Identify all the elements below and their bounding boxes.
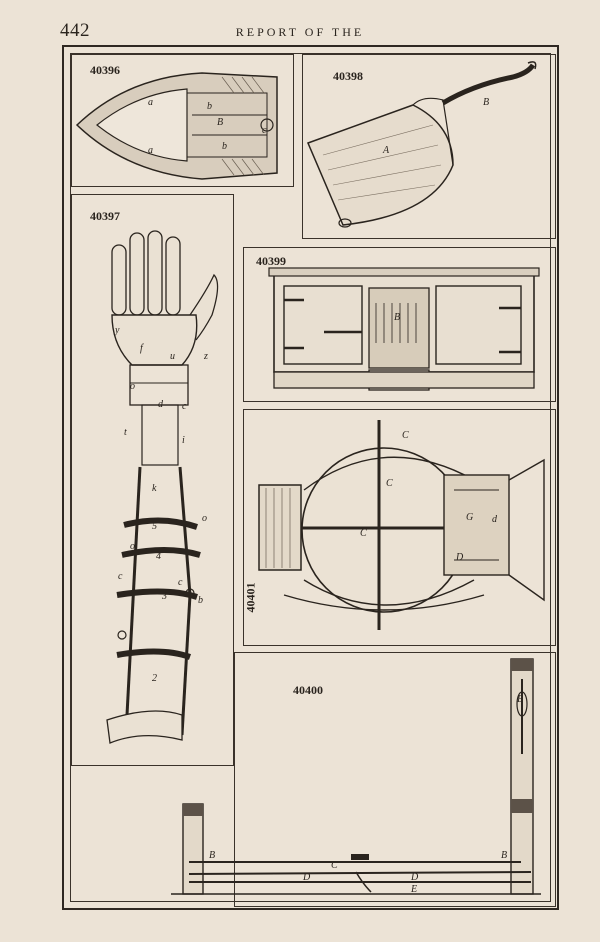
figure-letter: d — [158, 399, 163, 410]
figure-letter: o — [130, 381, 135, 392]
figure-letter: c — [178, 577, 183, 588]
figure-letter: B — [394, 312, 401, 323]
figure-letter: C — [402, 430, 409, 441]
figure-letter: t — [124, 427, 127, 438]
plate-inner-border: 40396 a a b b B c — [70, 53, 556, 907]
figure-letter: f — [140, 343, 143, 354]
figure-letter: B — [517, 694, 524, 705]
figure-letter: D — [411, 872, 419, 883]
figure-letter: c — [262, 125, 267, 136]
figure-letter: D — [456, 552, 464, 563]
figure-letter: G — [466, 512, 474, 523]
figure-letter: C — [331, 860, 338, 871]
running-head: REPORT OF THE — [235, 25, 365, 39]
figure-letter: B — [209, 850, 216, 861]
figure-panel-stove: 40399 B — [243, 247, 556, 402]
figure-number: 40397 — [90, 209, 120, 223]
figure-number: 40398 — [333, 69, 363, 83]
figure-letter: o — [130, 541, 135, 552]
figure-letter: 3 — [162, 591, 167, 602]
figure-letter: b — [207, 101, 212, 112]
figure-letter: b — [198, 595, 203, 606]
figure-letter: C — [360, 528, 367, 539]
figure-letter: b — [222, 141, 227, 152]
figure-letter: i — [182, 435, 185, 446]
figure-letter: 4 — [156, 551, 161, 562]
figure-letter: c — [118, 571, 123, 582]
figure-letter: A — [383, 145, 390, 156]
figure-letter: z — [204, 351, 208, 362]
figure-letter: c — [182, 401, 187, 412]
figure-letter: d — [492, 514, 497, 525]
figure-letter: E — [411, 884, 418, 895]
sad-iron-drawing-icon — [75, 72, 278, 180]
page-number: 442 — [60, 20, 90, 41]
figure-panel-churn: 40401 C C C D G — [243, 409, 556, 646]
figure-number: 40400 — [293, 683, 323, 697]
figure-letter: y — [115, 325, 120, 336]
figure-panel-artificial-arm: 40397 — [71, 194, 234, 766]
figure-letter: a — [148, 97, 153, 108]
figure-letter: B — [501, 850, 508, 861]
figure-letter: D — [303, 872, 311, 883]
dustpan-drawing-icon — [306, 61, 537, 228]
figure-letter: B — [483, 97, 490, 108]
artificial-arm-drawing-icon — [106, 230, 219, 744]
stove-drawing-icon — [268, 267, 540, 391]
figure-letter: k — [152, 483, 157, 494]
patent-plate: 40396 a a b b B c — [62, 45, 559, 910]
figure-number: 40399 — [256, 254, 286, 268]
figure-letter: a — [148, 145, 153, 156]
figure-letter: 2 — [152, 673, 157, 684]
figure-letter: 5 — [152, 521, 157, 532]
figure-letter: o — [202, 513, 207, 524]
figure-panel-iron: 40396 a a b b B c — [71, 54, 294, 187]
figure-number: 40396 — [90, 63, 120, 77]
figure-panel-dustpan: 40398 A B — [302, 54, 556, 239]
figure-letter: u — [170, 351, 175, 362]
bed-frame-drawing-icon — [171, 658, 541, 895]
barrel-churn-drawing-icon — [258, 420, 545, 630]
figure-panel-frame: 40400 — [234, 652, 556, 907]
figure-letter: C — [386, 478, 393, 489]
figure-letter: B — [217, 117, 224, 128]
